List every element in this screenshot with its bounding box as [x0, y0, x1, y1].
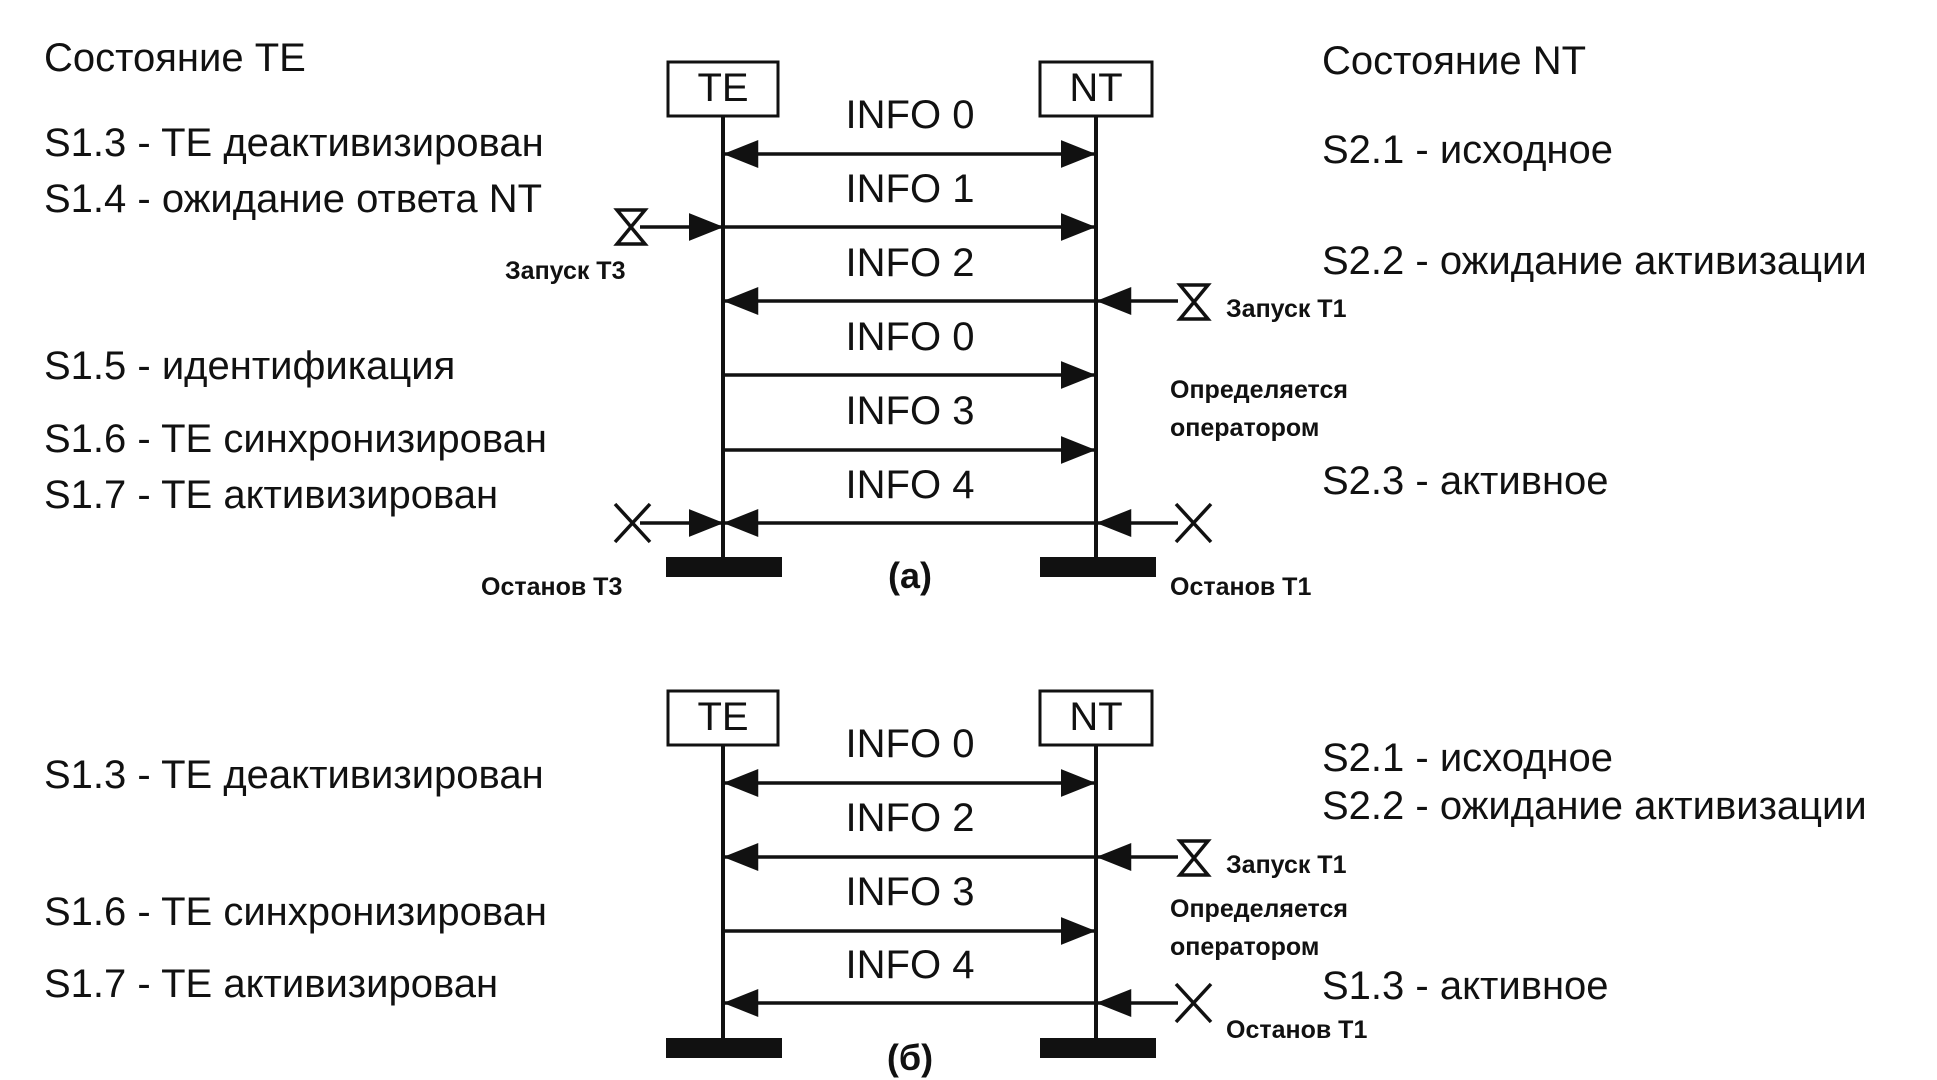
msg-b-4-label: INFO 4: [846, 943, 975, 987]
diagram-b: TE NT INFO 0 INFO 2 INFO 3 INFO 4 Запуск…: [44, 689, 1867, 1078]
te-label-a: TE: [697, 66, 748, 110]
nt-state-a-3: S2.3 - активное: [1322, 459, 1609, 503]
timer-start-t3-icon: [613, 208, 649, 246]
nt-label-a: NT: [1069, 66, 1122, 110]
left-header: Состояние TE: [44, 36, 306, 80]
diagram-a: TE NT INFO 0 INFO 1 INFO 2 INFO 0 INFO 3…: [44, 60, 1867, 601]
right-header: Состояние NT: [1322, 39, 1586, 83]
timer-start-t1-icon-a: [1176, 283, 1212, 321]
msg-a-5-label: INFO 3: [846, 389, 975, 433]
nt-box-b: [1038, 689, 1154, 747]
msg-a-4-label: INFO 0: [846, 315, 975, 359]
te-state-a-5: S1.7 - TE активизирован: [44, 473, 498, 517]
note-operator-b-2: оператором: [1170, 933, 1319, 961]
nt-end-bar-b: [1040, 1038, 1156, 1058]
note-start-t3: Запуск T3: [505, 257, 625, 285]
te-state-a-2: S1.4 - ожидание ответа NT: [44, 177, 542, 221]
note-operator-a-2: оператором: [1170, 414, 1319, 442]
timer-start-t1-icon-b: [1176, 839, 1212, 877]
note-operator-b-1: Определяется: [1170, 895, 1348, 923]
nt-state-b-2: S2.2 - ожидание активизации: [1322, 784, 1867, 828]
note-operator-a-1: Определяется: [1170, 376, 1348, 404]
timer-stop-t1-icon-a: [1174, 502, 1213, 544]
timer-stop-t1-icon-b: [1174, 982, 1213, 1024]
te-end-bar-a: [666, 557, 782, 577]
msg-b-3-label: INFO 3: [846, 870, 975, 914]
caption-b: (б): [887, 1037, 933, 1078]
msg-a-2-label: INFO 1: [846, 167, 975, 211]
nt-state-b-1: S2.1 - исходное: [1322, 736, 1613, 780]
te-end-bar-b: [666, 1038, 782, 1058]
note-stop-t3: Останов T3: [481, 573, 622, 601]
nt-state-b-3: S1.3 - активное: [1322, 964, 1609, 1008]
msg-a-6-label: INFO 4: [846, 463, 975, 507]
te-state-a-3: S1.5 - идентификация: [44, 344, 455, 388]
te-label-b: TE: [697, 695, 748, 739]
nt-state-a-2: S2.2 - ожидание активизации: [1322, 239, 1867, 283]
note-stop-t1-a: Останов T1: [1170, 573, 1311, 601]
msg-b-2-label: INFO 2: [846, 796, 975, 840]
nt-end-bar-a: [1040, 557, 1156, 577]
caption-a: (a): [888, 555, 932, 596]
te-state-a-1: S1.3 - TE деактивизирован: [44, 121, 544, 165]
msg-a-3-label: INFO 2: [846, 241, 975, 285]
nt-state-a-1: S2.1 - исходное: [1322, 128, 1613, 172]
msg-a-1-label: INFO 0: [846, 93, 975, 137]
te-box-b: [666, 689, 780, 747]
te-state-a-4: S1.6 - TE синхронизирован: [44, 417, 547, 461]
note-stop-t1-b: Останов T1: [1226, 1016, 1367, 1044]
nt-label-b: NT: [1069, 695, 1122, 739]
te-state-b-3: S1.7 - TE активизирован: [44, 962, 498, 1006]
timer-stop-t3-icon: [613, 502, 652, 544]
note-start-t1-a: Запуск T1: [1226, 295, 1347, 323]
msg-b-1-label: INFO 0: [846, 722, 975, 766]
note-start-t1-b: Запуск T1: [1226, 851, 1347, 879]
te-state-b-2: S1.6 - TE синхронизирован: [44, 890, 547, 934]
te-state-b-1: S1.3 - TE деактивизирован: [44, 753, 544, 797]
